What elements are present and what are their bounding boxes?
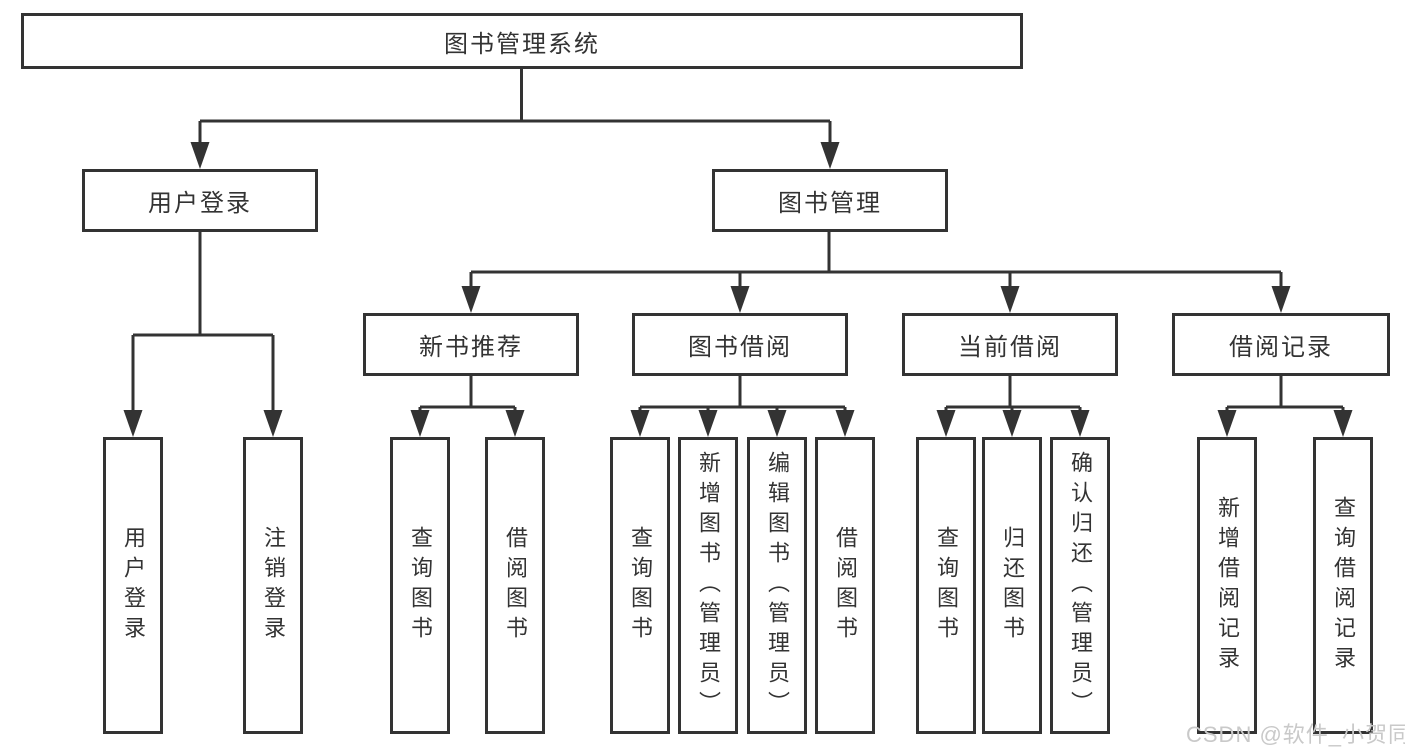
leaf-records-add-record: 新增借阅记录 bbox=[1197, 437, 1257, 734]
connector-root-to-level2 bbox=[190, 68, 840, 169]
node-borrow-records: 借阅记录 bbox=[1172, 313, 1390, 376]
arrowhead bbox=[630, 410, 650, 437]
connector-current-to-leaves bbox=[936, 376, 1090, 437]
connector-borrow-to-leaves bbox=[630, 376, 855, 437]
arrowhead bbox=[698, 410, 718, 437]
leaf-borrow-query-books: 查询图书 bbox=[610, 437, 670, 734]
arrowhead bbox=[1217, 410, 1237, 437]
arrowhead bbox=[190, 142, 210, 169]
leaf-logout: 注销登录 bbox=[243, 437, 303, 734]
arrowhead bbox=[263, 410, 283, 437]
leaf-borrow-borrow-books: 借阅图书 bbox=[815, 437, 875, 734]
node-current-borrow: 当前借阅 bbox=[902, 313, 1118, 376]
watermark: CSDN @软件_小贺同学 bbox=[1186, 722, 1405, 747]
arrowhead bbox=[767, 410, 787, 437]
connector-records-to-leaves bbox=[1217, 376, 1353, 437]
arrowhead bbox=[1002, 410, 1022, 437]
connector-mgmt-to-level3 bbox=[461, 232, 1291, 313]
leaf-borrow-edit-books-admin: 编辑图书（管理员） bbox=[747, 437, 807, 734]
arrowhead bbox=[123, 410, 143, 437]
leaf-current-query-books: 查询图书 bbox=[916, 437, 976, 734]
leaf-current-return-books: 归还图书 bbox=[982, 437, 1042, 734]
arrowhead bbox=[835, 410, 855, 437]
node-book-borrow: 图书借阅 bbox=[632, 313, 848, 376]
leaf-newbook-query-books: 查询图书 bbox=[390, 437, 450, 734]
arrowhead bbox=[1070, 410, 1090, 437]
arrowhead bbox=[820, 142, 840, 169]
leaf-records-query-record: 查询借阅记录 bbox=[1313, 437, 1373, 734]
connector-newbook-to-leaves bbox=[410, 376, 525, 437]
leaf-newbook-borrow-books: 借阅图书 bbox=[485, 437, 545, 734]
node-root: 图书管理系统 bbox=[21, 13, 1023, 69]
leaf-user-login: 用户登录 bbox=[103, 437, 163, 734]
arrowhead bbox=[461, 286, 481, 313]
node-book-mgmt: 图书管理 bbox=[712, 169, 948, 232]
arrowhead bbox=[1000, 286, 1020, 313]
leaf-current-confirm-return-admin: 确认归还（管理员） bbox=[1050, 437, 1110, 734]
node-new-book-recommend: 新书推荐 bbox=[363, 313, 579, 376]
node-user-login: 用户登录 bbox=[82, 169, 318, 232]
arrowhead bbox=[730, 286, 750, 313]
connector-login-to-leaves bbox=[123, 232, 283, 437]
arrowhead bbox=[1333, 410, 1353, 437]
arrowhead bbox=[505, 410, 525, 437]
arrowhead bbox=[410, 410, 430, 437]
arrowhead bbox=[936, 410, 956, 437]
leaf-borrow-add-books-admin: 新增图书（管理员） bbox=[678, 437, 738, 734]
arrowhead bbox=[1271, 286, 1291, 313]
